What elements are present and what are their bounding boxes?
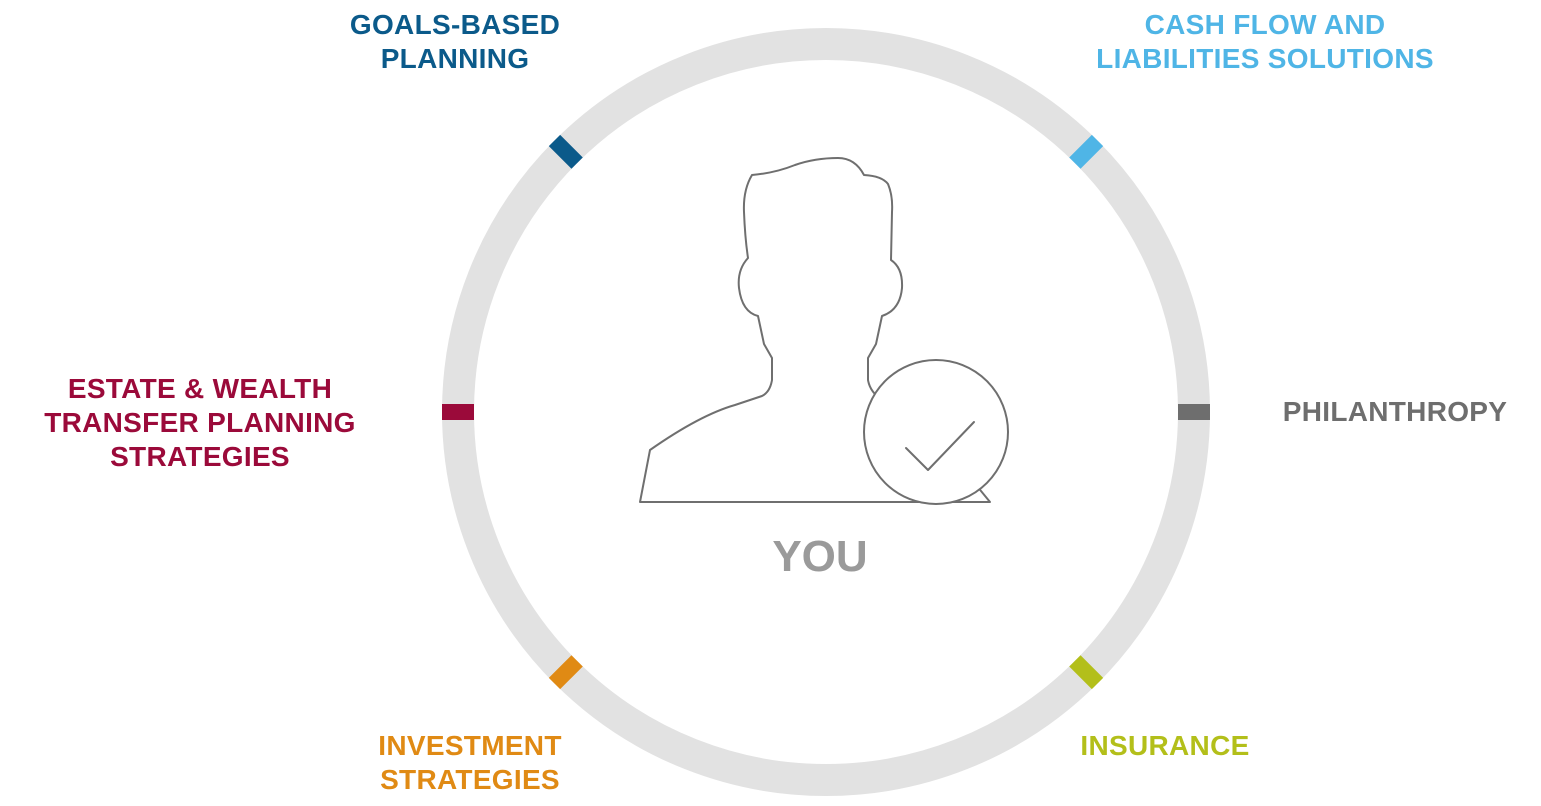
goals-marker <box>548 134 583 169</box>
cash-flow-marker <box>1069 134 1104 169</box>
philanthropy-label-line-1: PHILANTHROPY <box>1282 396 1508 427</box>
estate-marker <box>442 404 474 420</box>
cash-label-line-2: LIABILITIES SOLUTIONS <box>1096 43 1434 74</box>
center-you-label: YOU <box>772 532 868 581</box>
person-silhouette-icon <box>639 157 991 503</box>
estate-label-line-1: ESTATE & WEALTH <box>67 373 333 404</box>
goals-label-line-2: PLANNING <box>380 43 530 74</box>
investment-label-line-2: STRATEGIES <box>380 764 560 795</box>
investment-strategies-label: INVESTMENT STRATEGIES <box>300 729 640 797</box>
philanthropy-marker <box>1178 404 1210 420</box>
checkmark-circle-icon <box>863 359 1009 505</box>
investment-label-line-1: INVESTMENT <box>378 730 562 761</box>
cash-flow-liabilities-label: CASH FLOW AND LIABILITIES SOLUTIONS <box>1010 8 1520 76</box>
insurance-marker <box>1069 655 1104 690</box>
insurance-label: INSURANCE <box>1040 729 1290 763</box>
investment-marker <box>548 655 583 690</box>
estate-label-line-3: STRATEGIES <box>110 441 290 472</box>
cash-label-line-1: CASH FLOW AND <box>1144 9 1386 40</box>
philanthropy-label: PHILANTHROPY <box>1250 395 1540 429</box>
estate-wealth-transfer-label: ESTATE & WEALTH TRANSFER PLANNING STRATE… <box>0 372 400 474</box>
goals-label-line-1: GOALS-BASED <box>349 9 561 40</box>
goals-based-planning-label: GOALS-BASED PLANNING <box>310 8 600 76</box>
insurance-label-line-1: INSURANCE <box>1080 730 1250 761</box>
estate-label-line-2: TRANSFER PLANNING <box>44 407 356 438</box>
